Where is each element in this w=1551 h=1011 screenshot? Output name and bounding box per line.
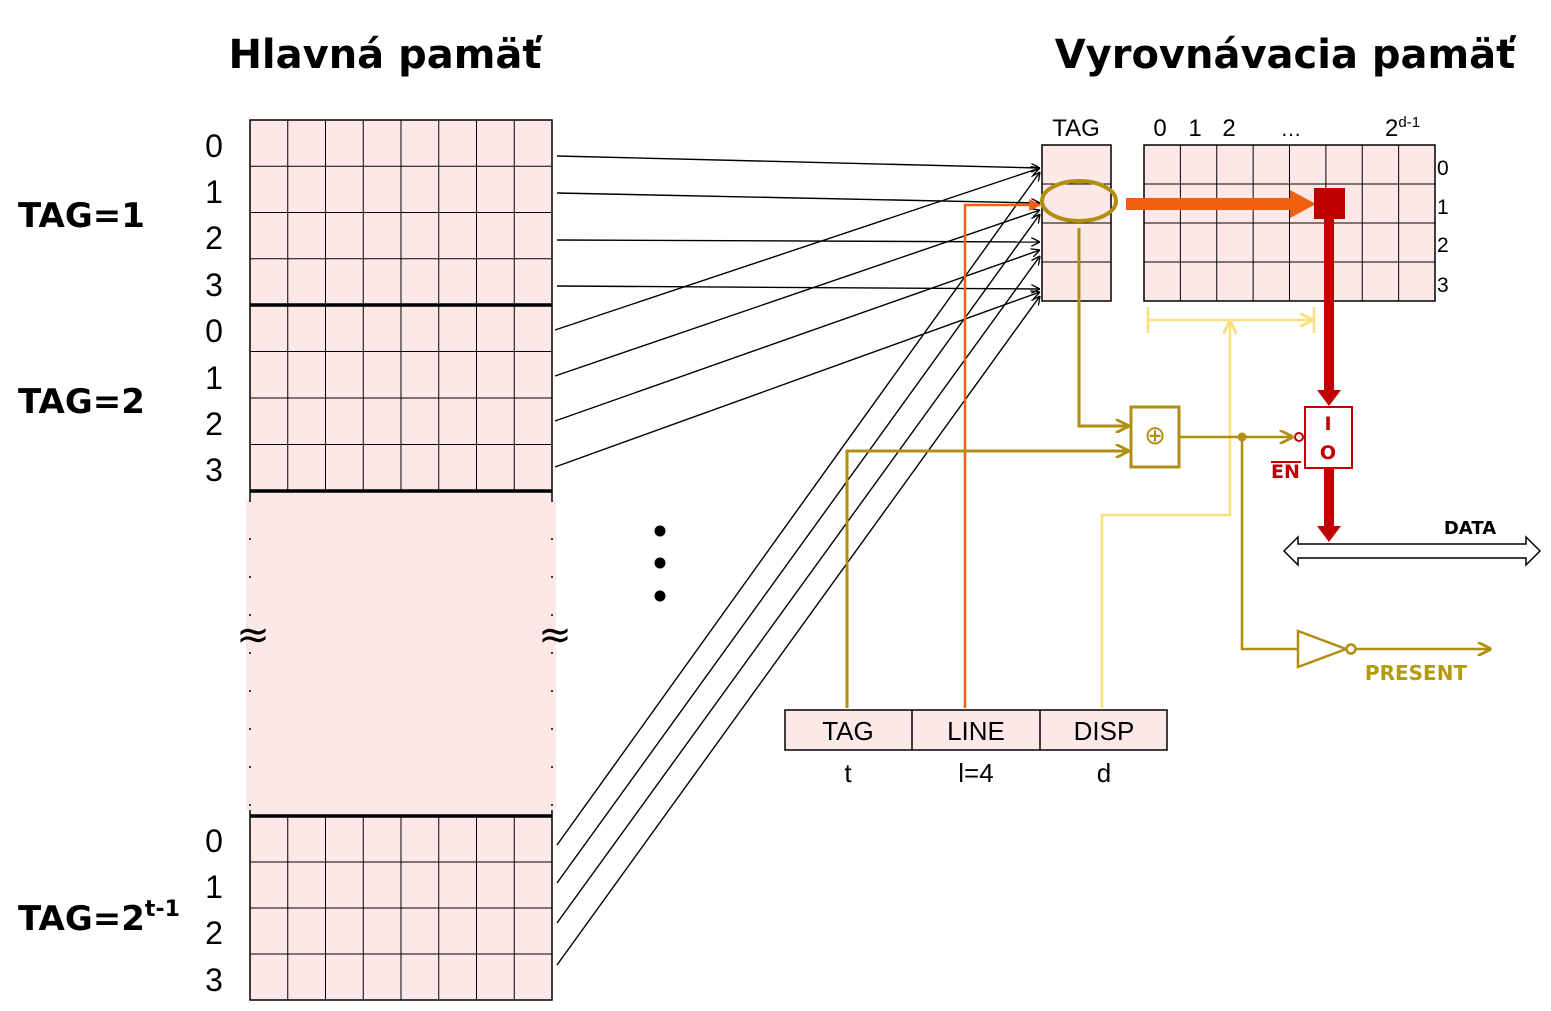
mapping-arrow — [556, 155, 1040, 168]
main-memory-row-numbers: 0 1 2 3 0 1 2 3 0 1 2 3 — [205, 128, 223, 998]
tag-label-2: TAG=2 — [18, 382, 145, 422]
ellipsis-dots — [654, 525, 666, 602]
mapping-arrow — [556, 214, 1040, 884]
row-number: 3 — [205, 962, 223, 998]
tag-label-last-base: TAG=2 — [18, 899, 145, 939]
address-width-disp: d — [1097, 758, 1111, 788]
row-number: 1 — [205, 174, 223, 210]
xor-symbol: ⊕ — [1144, 421, 1166, 451]
cache-row-label: 0 — [1437, 157, 1449, 180]
tag-label-1: TAG=1 — [18, 196, 145, 236]
address-register-box — [784, 709, 1168, 751]
selected-byte — [1314, 188, 1345, 219]
dot — [654, 590, 666, 602]
mapping-arrow — [556, 192, 1040, 203]
address-field-disp: DISP — [1074, 716, 1135, 746]
cache-tag-header: TAG — [1052, 115, 1100, 142]
mapping-arrow — [556, 286, 1040, 289]
io-in-label: I — [1324, 413, 1331, 435]
data-out-arrowhead — [1317, 526, 1341, 542]
stored-tag-wire — [1077, 228, 1128, 426]
mapping-arrow — [554, 250, 1040, 422]
main-memory-block: ≈ ≈ — [236, 119, 572, 1001]
read-path-arrowhead — [1317, 390, 1341, 406]
io-out-label: O — [1320, 442, 1336, 464]
mapping-arrow — [556, 172, 1040, 846]
mapping-arrow — [554, 168, 1040, 331]
address-register: TAG LINE DISP t l=4 d — [784, 709, 1168, 788]
row-number: 2 — [205, 915, 223, 951]
address-field-line: LINE — [947, 716, 1005, 746]
enable-bubble — [1294, 432, 1304, 442]
main-memory-grid — [250, 120, 552, 1000]
row-number: 2 — [205, 406, 223, 442]
address-width-line: l=4 — [958, 758, 993, 788]
cache-col-label: 0 — [1153, 115, 1166, 142]
cache-col-ellipsis: … — [1281, 118, 1302, 141]
row-number: 0 — [205, 128, 223, 164]
mapping-arrow — [556, 256, 1040, 924]
dot — [654, 525, 666, 537]
tag-label-last-sup: t-1 — [145, 897, 180, 922]
cache-col-last-sup: d-1 — [1398, 114, 1420, 131]
cache-col-label: 2 — [1222, 115, 1235, 142]
row-number: 2 — [205, 220, 223, 256]
row-number: 1 — [205, 869, 223, 905]
cache-row-label: 2 — [1437, 234, 1449, 257]
io-buffer — [1304, 406, 1353, 469]
line-select-wire — [963, 199, 1042, 708]
cache-col-last-base: 2 — [1385, 115, 1398, 142]
address-tag-wire — [845, 451, 1128, 708]
data-bus — [1282, 535, 1542, 567]
row-number: 0 — [205, 823, 223, 859]
row-number: 0 — [205, 313, 223, 349]
line-select-arrowhead — [1290, 190, 1316, 218]
cache-memory-title: Vyrovnávacia pamäť — [1055, 32, 1517, 78]
disp-wire — [1100, 322, 1230, 708]
address-field-tag: TAG — [822, 716, 874, 746]
mapping-arrow — [554, 210, 1040, 377]
break-symbol-right: ≈ — [538, 612, 572, 658]
break-gap-left — [246, 500, 254, 810]
cache-tag-column: TAG — [1041, 115, 1112, 302]
break-symbol-left: ≈ — [236, 612, 270, 658]
row-number: 1 — [205, 360, 223, 396]
cache-data-grid: 0 1 2 … 2d-1 0 1 2 3 — [1143, 114, 1449, 302]
present-label: PRESENT — [1365, 661, 1468, 685]
main-memory-title: Hlavná pamäť — [228, 32, 543, 78]
data-bus-label: DATA — [1444, 518, 1496, 539]
present-wire — [1240, 437, 1298, 651]
row-number: 3 — [205, 452, 223, 488]
mapping-arrow — [556, 240, 1040, 242]
cache-col-last: 2d-1 — [1385, 114, 1420, 142]
row-number: 3 — [205, 267, 223, 303]
cache-row-label: 1 — [1437, 196, 1449, 219]
inverter-bubble — [1345, 643, 1357, 655]
inverter — [1296, 629, 1350, 669]
break-gap-right — [548, 500, 556, 810]
address-width-tag: t — [844, 758, 852, 788]
cache-row-label: 3 — [1437, 274, 1449, 297]
tag-label-last: TAG=2t-1 — [18, 897, 180, 939]
mapping-arrows — [554, 155, 1040, 966]
selected-tag-ellipse — [1040, 179, 1118, 223]
mapping-arrow — [554, 292, 1040, 468]
cache-col-label: 1 — [1188, 115, 1201, 142]
enable-label: EN — [1271, 461, 1300, 483]
comparator-box — [1129, 405, 1181, 469]
mapping-arrow — [556, 296, 1040, 966]
dot — [654, 557, 666, 569]
